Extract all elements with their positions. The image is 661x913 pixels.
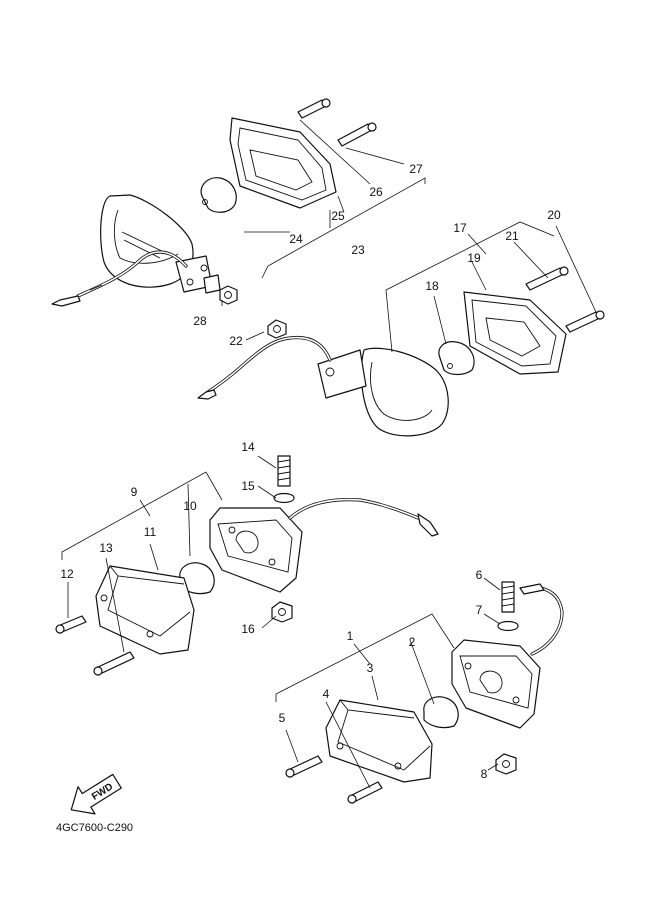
callout-27: 27 (409, 162, 423, 176)
callout-1: 1 (347, 629, 354, 643)
bulb-24 (200, 177, 237, 213)
callout-9: 9 (131, 485, 138, 499)
lens-3 (325, 699, 433, 783)
screw-21 (525, 267, 565, 291)
rear-left-turn-signal-assembly (55, 455, 439, 676)
signal-base-1 (451, 639, 541, 729)
nut-16 (271, 601, 293, 623)
washer-7 (497, 620, 519, 632)
callout-12: 12 (60, 567, 74, 581)
callout-5: 5 (279, 711, 286, 725)
signal-housing-17 (360, 347, 449, 437)
front-left-turn-signal-assembly (51, 98, 426, 307)
callout-2: 2 (409, 635, 416, 649)
callout-17: 17 (453, 221, 467, 235)
callout-25: 25 (331, 209, 345, 223)
screw-20 (565, 311, 601, 333)
callout-23: 23 (351, 243, 365, 257)
signal-housing-23 (100, 194, 194, 288)
front-right-turn-signal-assembly (197, 221, 605, 437)
callout-labels: 1 2 3 4 5 6 7 8 9 10 11 12 13 14 15 16 1… (60, 162, 561, 781)
callout-8: 8 (481, 767, 488, 781)
callout-18: 18 (425, 279, 439, 293)
callout-21: 21 (505, 229, 519, 243)
callout-14: 14 (241, 440, 255, 454)
lens-19 (463, 291, 567, 375)
screw-27 (337, 123, 373, 147)
nut-22 (267, 319, 287, 339)
callout-24: 24 (289, 232, 303, 246)
callout-26: 26 (369, 185, 383, 199)
callout-16: 16 (241, 622, 255, 636)
nut-28 (219, 285, 238, 305)
bulb-10 (179, 562, 215, 595)
callout-15: 15 (241, 479, 255, 493)
callout-11: 11 (144, 525, 157, 539)
callout-6: 6 (476, 568, 483, 582)
callout-10: 10 (183, 499, 197, 513)
callout-28: 28 (193, 314, 207, 328)
nut-8 (495, 753, 517, 775)
callout-4: 4 (323, 687, 330, 701)
bulb-18 (438, 341, 475, 376)
signal-base-9 (209, 507, 303, 593)
fwd-direction-arrow: FWD (70, 773, 122, 815)
callout-19: 19 (467, 251, 481, 265)
callout-22: 22 (229, 334, 243, 348)
diagram-code: 4GC7600-C290 (56, 822, 133, 834)
rear-right-turn-signal-assembly (275, 577, 564, 804)
washer-15 (273, 492, 295, 504)
lens-25 (229, 117, 337, 209)
callout-13: 13 (99, 541, 113, 555)
callout-7: 7 (476, 603, 483, 617)
callout-20: 20 (547, 208, 561, 222)
callout-3: 3 (367, 661, 374, 675)
bulb-2 (423, 696, 459, 729)
